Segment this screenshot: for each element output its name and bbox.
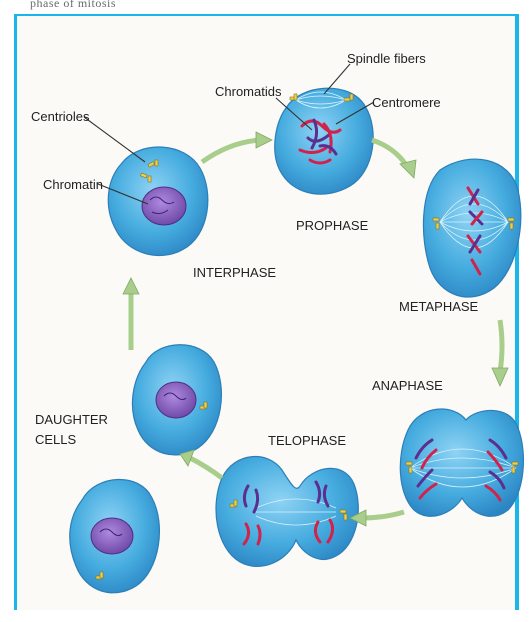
label-metaphase: METAPHASE: [399, 299, 479, 314]
anaphase-cell: [400, 409, 523, 516]
label-chromatids: Chromatids: [215, 84, 282, 99]
prophase-cell: [275, 88, 373, 194]
daughter-cell-bottom: [70, 479, 160, 592]
label-daughter-cells-line2: CELLS: [35, 432, 77, 447]
arrow-prophase-to-metaphase: [372, 140, 416, 178]
interphase-nucleus: [142, 187, 186, 225]
arrow-daughters-to-interphase: [123, 278, 139, 350]
arrow-interphase-to-prophase: [202, 132, 272, 162]
label-daughter-cells-line1: DAUGHTER: [35, 412, 108, 427]
telophase-cell: [216, 457, 358, 567]
label-chromatin: Chromatin: [43, 177, 103, 192]
label-prophase: PROPHASE: [296, 218, 369, 233]
interphase-cell: [108, 147, 208, 255]
leader-centrioles: [84, 117, 145, 162]
label-telophase: TELOPHASE: [268, 433, 346, 448]
label-interphase: INTERPHASE: [193, 265, 276, 280]
label-centrioles: Centrioles: [31, 109, 90, 124]
arrow-telophase-to-daughters: [180, 450, 222, 478]
label-spindle-fibers: Spindle fibers: [347, 51, 426, 66]
label-centromere: Centromere: [372, 95, 441, 110]
arrow-metaphase-to-anaphase: [492, 320, 508, 386]
daughter-cell-top: [132, 345, 221, 455]
metaphase-cell: [423, 159, 520, 297]
label-anaphase: ANAPHASE: [372, 378, 443, 393]
